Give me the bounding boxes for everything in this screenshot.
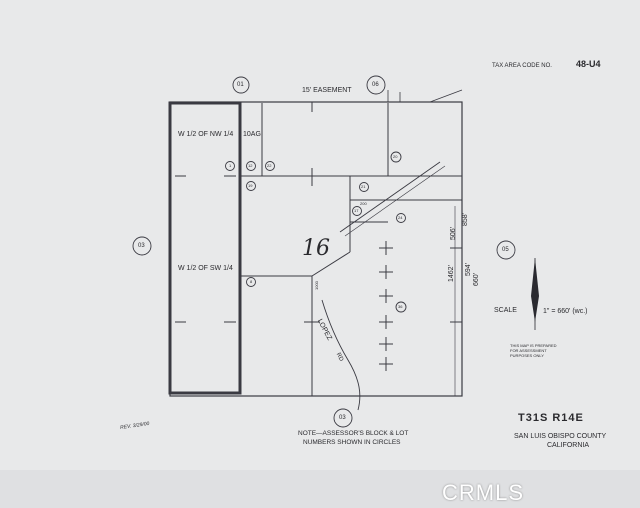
lot-1: 1: [229, 163, 232, 168]
north-arrow-icon: [531, 258, 539, 330]
easement-label: 15' EASEMENT: [302, 87, 352, 94]
parcel-10ac-label: 10AG: [243, 131, 261, 138]
dimension-506: 506': [450, 226, 457, 240]
lot-20: 20: [393, 154, 398, 159]
parcel-sw-label: W 1/2 OF SW 1/4: [178, 265, 233, 272]
block-number: 16: [302, 236, 330, 261]
purpose-note: THIS MAP IS PREPARED FOR ASSESSMENT PURP…: [510, 343, 557, 358]
note-line-1: NOTE—ASSESSOR'S BLOCK & LOT: [298, 430, 409, 437]
dimension-594: 594': [465, 262, 472, 276]
township-range: T31S R14E: [518, 412, 584, 424]
lot-36: 36: [398, 304, 403, 309]
state-name: CALIFORNIA: [547, 442, 590, 449]
lot-8: 8: [250, 279, 253, 284]
dimension-200: 200: [360, 201, 367, 206]
lot-19: 19: [248, 183, 253, 188]
dimension-1000: 1000: [314, 281, 319, 290]
circle-west: 03: [138, 243, 145, 249]
circle-east: 05: [502, 247, 509, 253]
circle-south: 03: [339, 415, 346, 421]
lot-22: 22: [267, 163, 272, 168]
scale-value: 1" = 660' (wc.): [543, 308, 588, 315]
tax-area-code: 48-U4: [576, 59, 601, 69]
parcel-nw-label: W 1/2 OF NW 1/4: [178, 131, 234, 138]
circle-north: 01: [237, 82, 244, 88]
watermark: CRMLS: [442, 480, 525, 505]
dimension-1462: 1462': [448, 265, 455, 282]
county-name: SAN LUIS OBISPO COUNTY: [514, 433, 607, 440]
dimension-660: 660': [473, 272, 480, 286]
west-half-parcel: [168, 101, 242, 395]
lopez-road: [321, 299, 361, 411]
lot-17: 17: [354, 208, 359, 213]
dimension-858: 858': [462, 212, 469, 226]
scale-label: SCALE: [494, 307, 517, 314]
tax-area-label: TAX AREA CODE NO.: [492, 63, 552, 69]
lot-24: 24: [398, 215, 403, 220]
lot-12: 12: [248, 163, 253, 168]
note-line-2: NUMBERS SHOWN IN CIRCLES: [303, 439, 401, 446]
circle-north-right: 06: [372, 82, 379, 88]
lot-21: 21: [361, 184, 366, 189]
